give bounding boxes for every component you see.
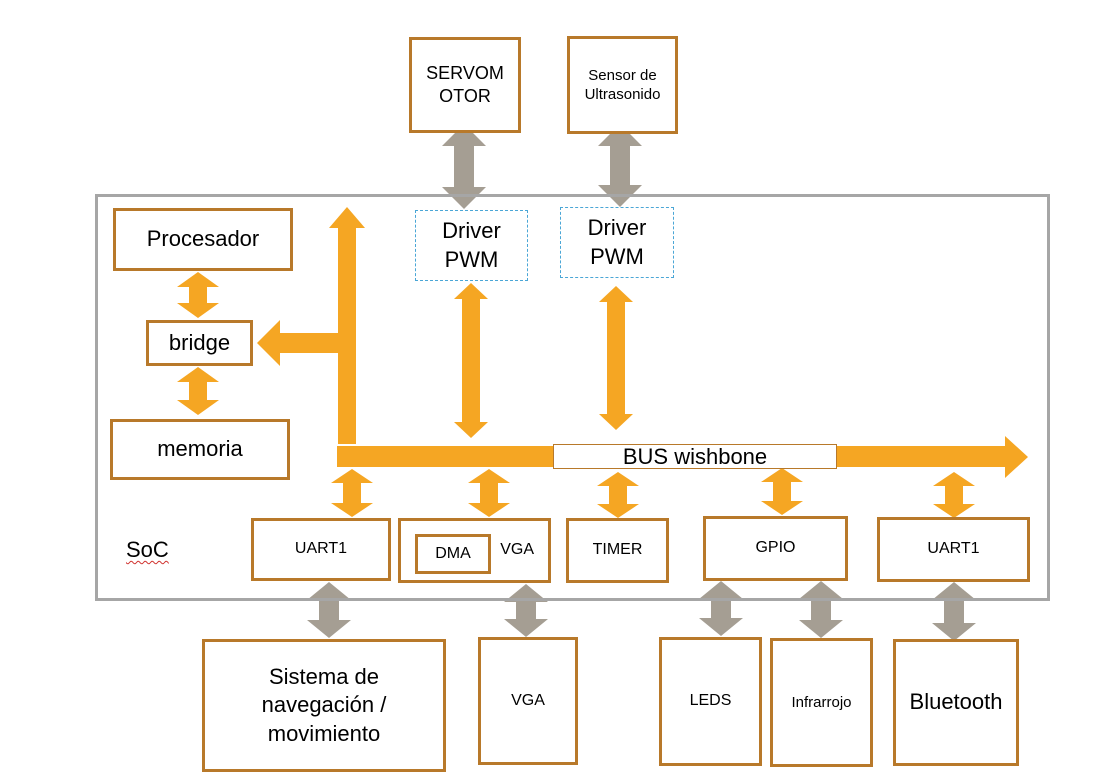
dma-block: DMA bbox=[415, 534, 491, 574]
uart1-bluetooth-arrow bbox=[932, 582, 976, 641]
trunk-up-arrow bbox=[329, 207, 365, 444]
memoria-block: memoria bbox=[110, 419, 290, 480]
procesador-bridge-arrow bbox=[177, 272, 219, 318]
soc-label-text: SoC bbox=[126, 537, 169, 562]
bus-timer-arrow bbox=[597, 472, 639, 518]
timer-label: TIMER bbox=[592, 541, 643, 559]
driver-pwm-2-label: Driver PWM bbox=[587, 214, 647, 269]
infrarrojo-block: Infrarrojo bbox=[770, 638, 873, 767]
gpio-infrarrojo-arrow bbox=[799, 581, 843, 638]
bus-vga-arrow bbox=[468, 469, 510, 517]
uart1-right-label: UART1 bbox=[927, 540, 980, 558]
bus-label-box: BUS wishbone bbox=[553, 444, 837, 469]
soc-label: SoC bbox=[126, 537, 169, 563]
navegacion-block: Sistema de navegación / movimiento bbox=[202, 639, 446, 772]
uart1-navegacion-arrow bbox=[307, 582, 351, 638]
bridge-branch-arrow bbox=[257, 320, 338, 366]
dma-label: DMA bbox=[435, 544, 471, 562]
servomotor-driver-arrow bbox=[442, 124, 486, 209]
driver2-bus-arrow bbox=[599, 286, 633, 430]
bridge-block: bridge bbox=[146, 320, 253, 366]
bus-gpio-arrow bbox=[761, 468, 803, 515]
leds-block: LEDS bbox=[659, 637, 762, 766]
sensor-block: Sensor de Ultrasonido bbox=[567, 36, 678, 134]
navegacion-label: Sistema de navegación / movimiento bbox=[261, 663, 387, 746]
uart1-left-label: UART1 bbox=[294, 540, 348, 558]
procesador-label: Procesador bbox=[146, 226, 260, 252]
driver-pwm-2-block: Driver PWM bbox=[560, 207, 674, 278]
bridge-label: bridge bbox=[168, 329, 231, 355]
uart1-left-block: UART1 bbox=[251, 518, 391, 581]
soc-boundary bbox=[95, 194, 1050, 601]
servomotor-block: SERVOM OTOR bbox=[409, 37, 521, 133]
bus-uart1-left-arrow bbox=[331, 469, 373, 517]
infrarrojo-label: Infrarrojo bbox=[791, 693, 852, 711]
vga-internal-label: VGA bbox=[500, 541, 534, 559]
driver-pwm-1-block: Driver PWM bbox=[415, 210, 528, 281]
memoria-label: memoria bbox=[157, 436, 243, 462]
timer-block: TIMER bbox=[566, 518, 669, 583]
leds-label: LEDS bbox=[689, 692, 732, 710]
vga-external-label: VGA bbox=[511, 691, 545, 709]
driver1-bus-arrow bbox=[454, 283, 488, 438]
bluetooth-block: Bluetooth bbox=[893, 639, 1019, 766]
uart1-right-block: UART1 bbox=[877, 517, 1030, 582]
gpio-label: GPIO bbox=[755, 539, 796, 557]
bridge-memoria-arrow bbox=[177, 367, 219, 415]
bus-uart1-right-arrow bbox=[933, 472, 975, 518]
driver-pwm-1-label: Driver PWM bbox=[442, 217, 501, 272]
bus-label: BUS wishbone bbox=[622, 443, 768, 469]
vga-external-block: VGA bbox=[478, 637, 578, 765]
procesador-block: Procesador bbox=[113, 208, 293, 271]
gpio-leds-arrow bbox=[699, 581, 743, 636]
sensor-label: Sensor de Ultrasonido bbox=[584, 66, 661, 104]
vga-external-arrow bbox=[504, 584, 548, 637]
servomotor-label: SERVOM OTOR bbox=[426, 62, 504, 106]
gpio-block: GPIO bbox=[703, 516, 848, 581]
bluetooth-label: Bluetooth bbox=[909, 689, 1003, 715]
sensor-driver-arrow bbox=[598, 124, 642, 207]
